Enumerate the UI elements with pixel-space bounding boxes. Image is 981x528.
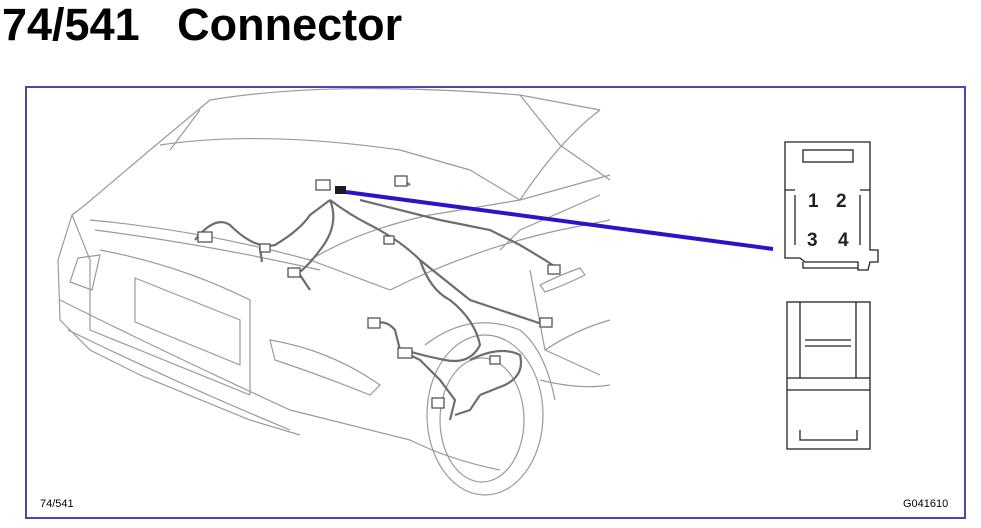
diagram-frame bbox=[25, 86, 966, 519]
connector-side-view bbox=[786, 301, 871, 450]
connector-face-view bbox=[784, 141, 879, 271]
figure-ref-right: G041610 bbox=[903, 498, 949, 510]
highlighted-connector bbox=[335, 186, 346, 194]
pin-4-label: 4 bbox=[838, 230, 849, 251]
pin-3-label: 3 bbox=[807, 230, 818, 251]
car-outline bbox=[57, 87, 611, 496]
harness-connectors bbox=[197, 175, 561, 409]
pointer-line bbox=[345, 190, 774, 251]
pin-1-label: 1 bbox=[808, 191, 819, 212]
page-title: 74/541 Connector bbox=[2, 0, 403, 50]
pin-2-label: 2 bbox=[836, 191, 847, 212]
figure-ref-left: 74/541 bbox=[40, 498, 74, 510]
